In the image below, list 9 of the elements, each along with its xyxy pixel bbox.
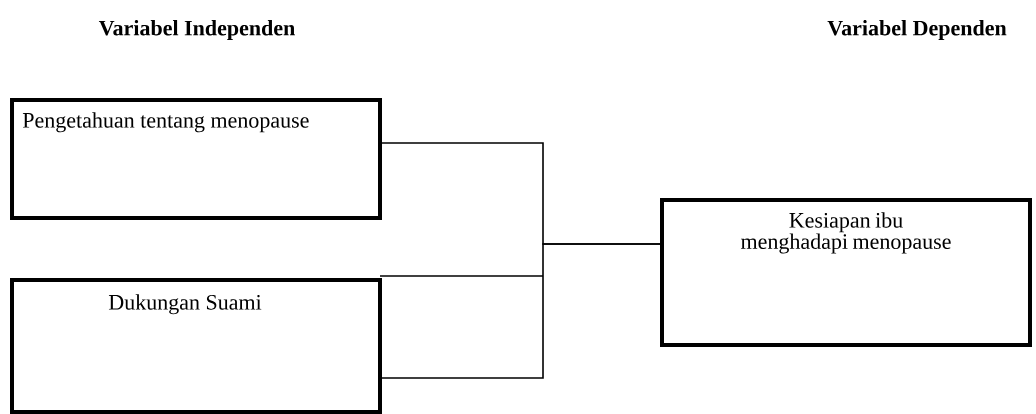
connector-line: [379, 243, 663, 379]
column-heading: Variabel Dependen: [827, 20, 1007, 40]
box-text: Dukungan Suami: [108, 294, 262, 315]
box: [660, 198, 1032, 347]
box: [10, 98, 382, 220]
column-heading: Variabel Independen: [98, 20, 295, 40]
box: [10, 278, 382, 414]
box-text: Pengetahuan tentang menopause: [22, 112, 309, 133]
box-text: Kesiapan ibu menghadapi menopause: [741, 212, 951, 254]
